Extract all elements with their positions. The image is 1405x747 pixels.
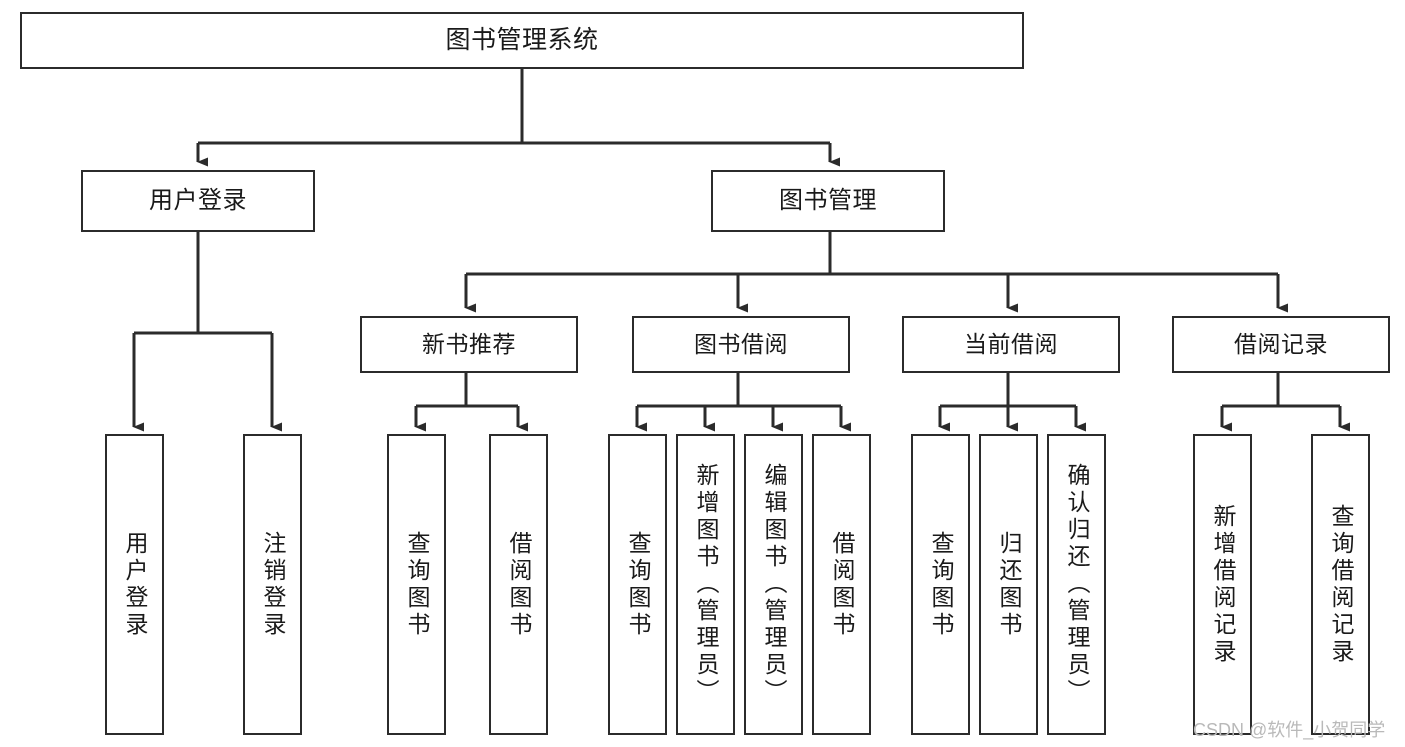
node-borrow-record[interactable]: 借阅记录: [1172, 316, 1390, 373]
leaf-add-borrow-record[interactable]: 新增借阅记录: [1193, 434, 1252, 735]
leaf-return-book[interactable]: 归还图书: [979, 434, 1038, 735]
node-book-management[interactable]: 图书管理: [711, 170, 945, 232]
node-label: 图书管理系统: [445, 26, 599, 54]
leaf-edit-book[interactable]: 编辑图书（管理员）: [744, 434, 803, 735]
node-label: 查询图书: [928, 530, 954, 639]
leaf-query-book-borrow[interactable]: 查询图书: [608, 434, 667, 735]
node-label: 借阅图书: [829, 530, 855, 639]
node-label: 查询借阅记录: [1328, 503, 1354, 666]
node-book-borrow[interactable]: 图书借阅: [632, 316, 850, 373]
node-label: 借阅图书: [506, 530, 532, 639]
leaf-confirm-return[interactable]: 确认归还（管理员）: [1047, 434, 1106, 735]
node-user-login[interactable]: 用户登录: [81, 170, 315, 232]
node-label: 编辑图书（管理员）: [761, 463, 787, 706]
node-current-borrow[interactable]: 当前借阅: [902, 316, 1120, 373]
leaf-borrow-book[interactable]: 借阅图书: [812, 434, 871, 735]
node-label: 借阅记录: [1234, 331, 1328, 358]
node-label: 确认归还（管理员）: [1064, 463, 1090, 706]
leaf-user-login[interactable]: 用户登录: [105, 434, 164, 735]
leaf-query-borrow-record[interactable]: 查询借阅记录: [1311, 434, 1370, 735]
node-new-book-recommend[interactable]: 新书推荐: [360, 316, 578, 373]
leaf-query-book-current[interactable]: 查询图书: [911, 434, 970, 735]
node-label: 图书管理: [779, 187, 877, 215]
leaf-user-logout[interactable]: 注销登录: [243, 434, 302, 735]
node-label: 新增借阅记录: [1210, 503, 1236, 666]
node-label: 用户登录: [122, 530, 148, 639]
node-label: 查询图书: [625, 530, 651, 639]
node-label: 新书推荐: [422, 331, 516, 358]
node-label: 注销登录: [260, 530, 286, 639]
node-label: 归还图书: [996, 530, 1022, 639]
leaf-add-book[interactable]: 新增图书（管理员）: [676, 434, 735, 735]
leaf-query-book-recommend[interactable]: 查询图书: [387, 434, 446, 735]
node-label: 用户登录: [149, 187, 247, 215]
node-label: 当前借阅: [964, 331, 1058, 358]
node-label: 新增图书（管理员）: [693, 463, 719, 706]
leaf-borrow-book-recommend[interactable]: 借阅图书: [489, 434, 548, 735]
node-label: 查询图书: [404, 530, 430, 639]
node-root-book-management-system[interactable]: 图书管理系统: [20, 12, 1024, 69]
node-label: 图书借阅: [694, 331, 788, 358]
